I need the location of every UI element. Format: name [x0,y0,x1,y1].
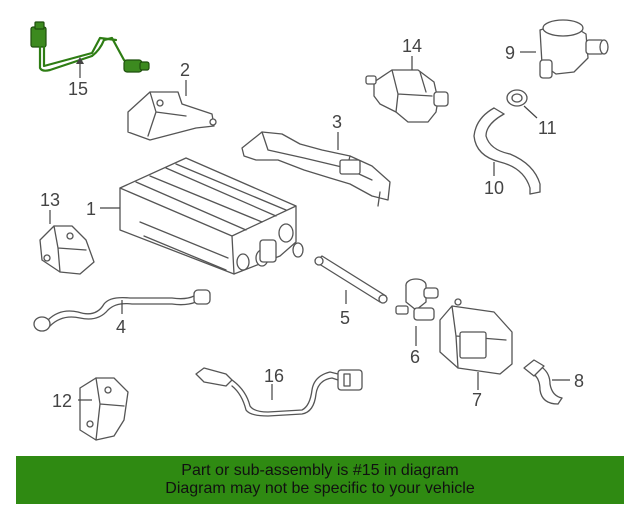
part-10-hose[interactable] [473,107,541,195]
callout-7: 7 [472,390,482,410]
callout-labels: 15 2 3 14 9 11 10 1 13 4 5 6 7 8 12 16 [40,36,584,411]
arrow-15 [76,57,84,64]
part-14-valve[interactable] [365,69,449,123]
callout-6: 6 [410,347,420,367]
leader-11 [523,105,538,119]
part-7-filter[interactable] [439,298,513,375]
part-3-bracket[interactable] [241,131,391,207]
part-8-hose[interactable] [523,359,563,405]
callout-5: 5 [340,308,350,328]
banner-line-1: Part or sub-assembly is #15 in diagram [181,462,459,479]
part-9-purge-valve[interactable] [539,19,609,79]
callout-15: 15 [68,79,88,99]
part-6-valve[interactable] [395,278,439,321]
callout-12: 12 [52,391,72,411]
part-15-oxygen-sensor[interactable] [30,21,150,73]
callout-10: 10 [484,178,504,198]
parts-diagram: 15 2 3 14 9 11 10 1 13 4 5 6 7 8 12 16 [30,19,609,441]
part-13-sensor[interactable] [39,225,95,275]
part-11-clamp[interactable] [506,89,528,107]
callout-1: 1 [86,199,96,219]
callout-14: 14 [402,36,422,56]
callout-9: 9 [505,43,515,63]
callout-8: 8 [574,371,584,391]
callout-13: 13 [40,190,60,210]
callout-11: 11 [538,118,557,138]
callout-3: 3 [332,112,342,132]
part-4-oxygen-sensor[interactable] [33,289,211,332]
part-5-rod[interactable] [314,255,388,304]
part-16-oxygen-sensor[interactable] [195,367,363,417]
part-12-bracket[interactable] [79,377,129,441]
callout-4: 4 [116,317,126,337]
callout-16: 16 [264,366,284,386]
part-1-canister[interactable] [119,157,304,275]
callout-2: 2 [180,60,190,80]
banner-line-2: Diagram may not be specific to your vehi… [165,480,475,497]
part-2-bracket[interactable] [127,91,217,141]
part-info-banner: Part or sub-assembly is #15 in diagram D… [16,456,624,504]
